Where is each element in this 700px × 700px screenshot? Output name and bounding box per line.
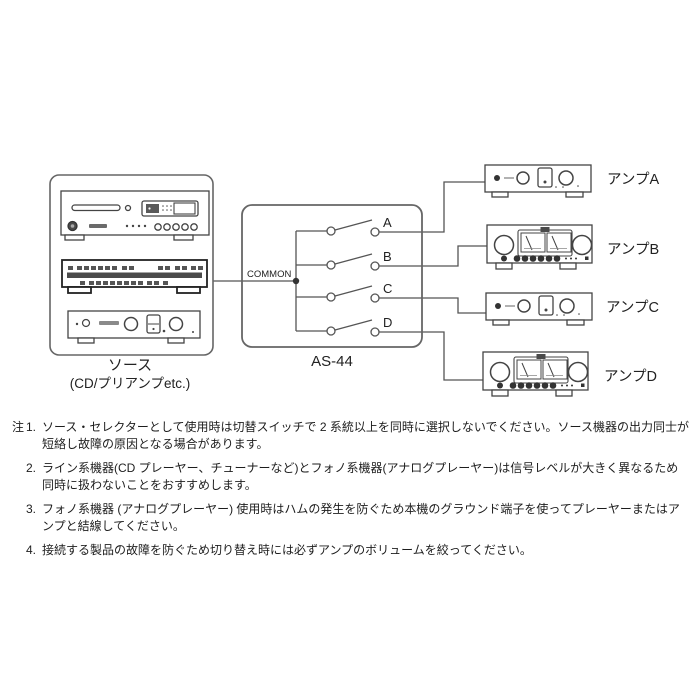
- note-item-2: 2. ライン系機器(CD プレーヤー、チューナーなど)とフォノ系機器(アナログプ…: [12, 460, 690, 494]
- amp-b-icon: [486, 224, 593, 270]
- note-item-3: 3. フォノ系機器 (アナログプレーヤー) 使用時はハムの発生を防ぐため本機のグ…: [12, 501, 690, 535]
- source-label: ソース: [108, 357, 152, 374]
- wires: [213, 181, 487, 381]
- note-number: 2.: [26, 461, 37, 475]
- cd-player-icon: [60, 190, 210, 241]
- source-sublabel: (CD/プリアンプetc.): [70, 376, 191, 391]
- channel-a-label: A: [383, 215, 392, 230]
- wire-to-amp-b: [379, 245, 487, 267]
- amp-a-label: アンプA: [607, 171, 659, 188]
- switch-c: [326, 285, 380, 303]
- amp-d-label: アンプD: [604, 368, 657, 385]
- note-number: 3.: [26, 502, 37, 516]
- tuner-icon: [61, 259, 208, 294]
- amp-b-label: アンプB: [607, 241, 659, 258]
- note-text: ライン系機器(CD プレーヤー、チューナーなど)とフォノ系機器(アナログプレーヤ…: [42, 461, 679, 492]
- preamp-icon: [67, 310, 201, 344]
- wire-to-amp-c: [379, 297, 486, 314]
- channel-c-label: C: [383, 281, 392, 296]
- note-prefix: [12, 460, 26, 494]
- switch-d: [326, 319, 380, 337]
- note-text: 接続する製品の故障を防ぐため切り替え時には必ずアンプのボリュームを絞ってください…: [42, 543, 532, 557]
- channel-b-label: B: [383, 249, 392, 264]
- note-item-1: 注 1. ソース・セレクターとして使用時は切替スイッチで 2 系統以上を同時に選…: [12, 419, 690, 453]
- wire-to-amp-a: [379, 181, 485, 233]
- amp-c-icon: [485, 292, 593, 326]
- note-number: 4.: [26, 543, 37, 557]
- switch-a: [326, 219, 380, 237]
- selector-model-label: AS-44: [311, 353, 353, 370]
- connection-diagram: ソース (CD/プリアンプetc.) COMMON A B C D AS-44: [49, 164, 659, 397]
- notes-section: 注 1. ソース・セレクターとして使用時は切替スイッチで 2 系統以上を同時に選…: [12, 419, 690, 566]
- channel-d-label: D: [383, 315, 392, 330]
- common-label: COMMON: [247, 269, 291, 280]
- selector-box: [241, 204, 423, 348]
- common-junction-dot: [292, 277, 300, 285]
- amp-c-label: アンプC: [606, 299, 659, 316]
- amp-a-icon: [484, 164, 592, 198]
- note-prefix: [12, 501, 26, 535]
- note-text: ソース・セレクターとして使用時は切替スイッチで 2 系統以上を同時に選択しないで…: [42, 420, 689, 451]
- wire-to-amp-d: [379, 331, 483, 381]
- note-prefix: 注: [12, 420, 25, 434]
- amp-d-icon: [482, 351, 589, 397]
- note-prefix: [12, 542, 26, 559]
- note-number: 1.: [26, 420, 37, 434]
- note-text: フォノ系機器 (アナログプレーヤー) 使用時はハムの発生を防ぐため本機のグラウン…: [42, 502, 680, 533]
- note-item-4: 4. 接続する製品の故障を防ぐため切り替え時には必ずアンプのボリュームを絞ってく…: [12, 542, 690, 559]
- switch-b: [326, 253, 380, 271]
